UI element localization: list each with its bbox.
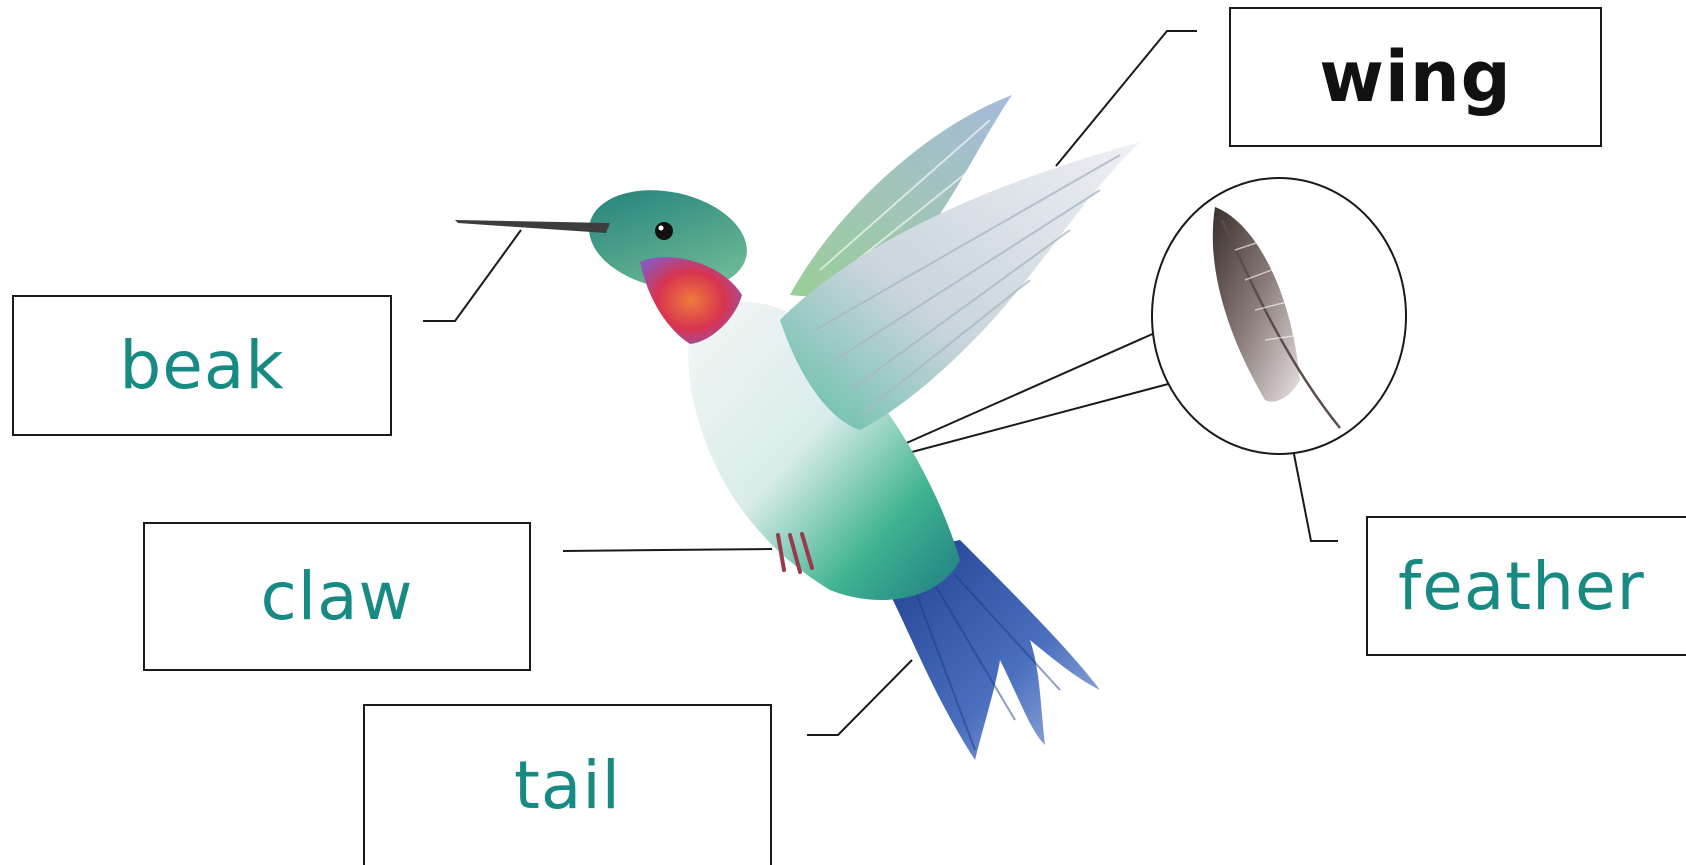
leader-lines xyxy=(423,30,1338,736)
feather-icon xyxy=(1212,207,1341,429)
front-wing xyxy=(780,142,1140,430)
tail-feathers xyxy=(885,540,1100,760)
bird-head xyxy=(589,190,747,290)
feather-callout xyxy=(1151,177,1407,455)
bird-body xyxy=(688,301,960,600)
label-claw[interactable]: claw xyxy=(143,522,531,671)
bird-eye xyxy=(655,222,673,240)
feather-vane xyxy=(1212,207,1300,402)
label-tail[interactable]: tail xyxy=(363,704,772,865)
tail-leader-line xyxy=(807,659,913,736)
feather-callout-line-upper xyxy=(892,331,1158,450)
feather-callout-line-lower xyxy=(892,382,1173,458)
beak-leader-line xyxy=(423,229,522,322)
label-feather[interactable]: feather xyxy=(1366,516,1686,656)
label-wing[interactable]: wing xyxy=(1229,7,1602,147)
claw-leader-line xyxy=(562,548,773,552)
label-beak[interactable]: beak xyxy=(12,295,392,436)
bird-claws xyxy=(776,532,814,574)
bird-beak xyxy=(455,220,610,233)
wing-leader-line xyxy=(1055,30,1197,167)
back-wing xyxy=(790,95,1012,297)
bird-throat xyxy=(640,257,742,344)
hummingbird-icon xyxy=(455,95,1140,760)
